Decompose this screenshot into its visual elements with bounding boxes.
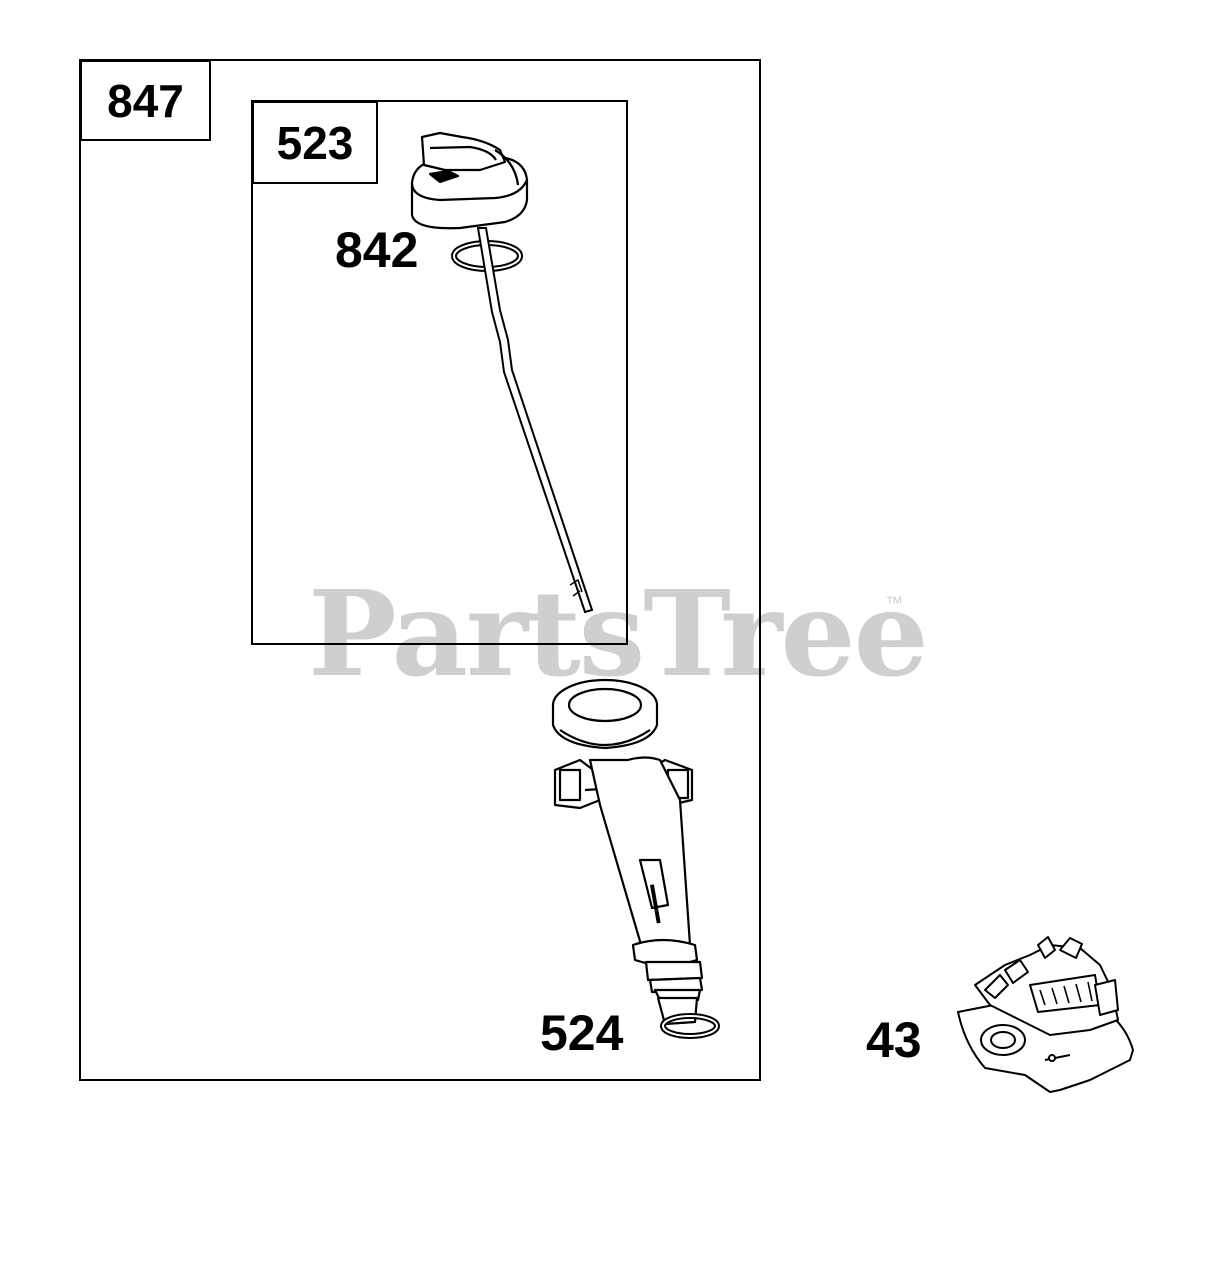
callout-524: 524 xyxy=(540,1005,624,1061)
dipstick-tube-drawing: ▬▬▬ xyxy=(551,678,704,1026)
outer-assembly-box xyxy=(79,59,761,1081)
dipstick-cap-drawing xyxy=(410,131,529,230)
governor-43-drawing xyxy=(957,936,1134,1093)
inner-assembly-box xyxy=(251,100,628,645)
dipstick-rod-drawing xyxy=(476,227,594,614)
watermark-trademark: ™ xyxy=(885,593,903,613)
callout-43: 43 xyxy=(866,1012,922,1068)
inner-box-label-523: 523 xyxy=(252,101,378,184)
callout-842: 842 xyxy=(335,222,419,278)
watermark-text: PartsTree xyxy=(308,564,929,703)
tube-marking: ▬▬▬ xyxy=(647,883,669,924)
outer-box-label-847: 847 xyxy=(80,60,211,141)
